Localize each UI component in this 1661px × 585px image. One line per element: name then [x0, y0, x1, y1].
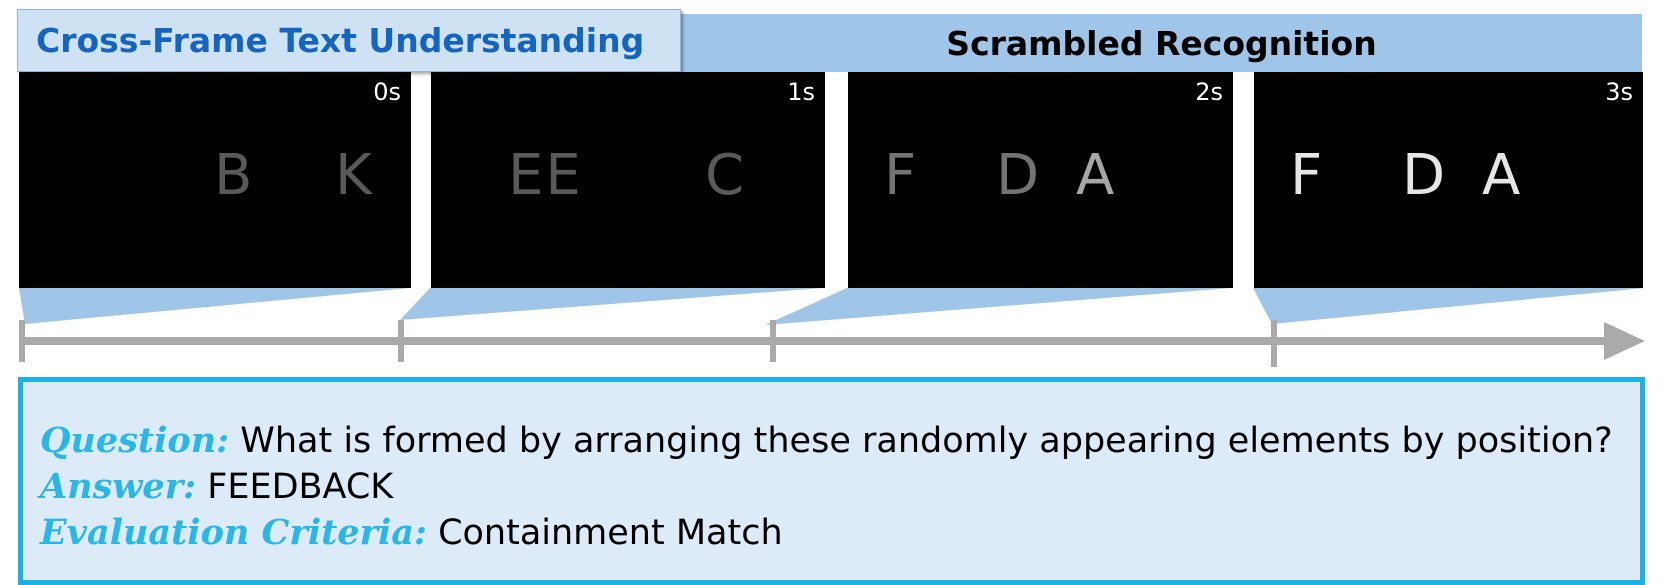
answer-label: Answer:: [40, 466, 197, 507]
frame-timestamp: 2s: [1195, 78, 1223, 106]
qa-panel: Question: What is formed by arranging th…: [18, 377, 1645, 585]
frame-letter: A: [1076, 143, 1115, 208]
video-frame-3: 3s F D A: [1254, 72, 1643, 288]
frame-letter: F: [1290, 143, 1323, 208]
frame-letter: D: [1402, 143, 1446, 208]
question-line: Question: What is formed by arranging th…: [40, 418, 1640, 464]
frame-1-connector: [400, 288, 823, 320]
frame-3-connector: [1253, 288, 1645, 324]
timeline-arrowhead: [1604, 322, 1645, 360]
question-label: Question:: [40, 420, 230, 461]
question-text: What is formed by arranging these random…: [240, 421, 1613, 461]
frame-letter: A: [1482, 143, 1521, 208]
timeline-diagram: [19, 288, 1645, 367]
frame-letter: K: [335, 143, 372, 208]
frame-letter: D: [996, 143, 1040, 208]
criteria-line: Evaluation Criteria: Containment Match: [40, 510, 1640, 556]
frame-timestamp: 0s: [373, 78, 401, 106]
video-frame-1: 1s EE C: [431, 72, 825, 288]
frame-letter: B: [214, 143, 253, 208]
answer-line: Answer: FEEDBACK: [40, 464, 1640, 510]
frame-timestamp: 3s: [1605, 78, 1633, 106]
frame-letter: EE: [508, 143, 583, 208]
frame-2-connector: [765, 288, 1231, 325]
frame-timestamp: 1s: [787, 78, 815, 106]
category-tab: Cross-Frame Text Understanding: [17, 9, 681, 72]
criteria-text: Containment Match: [438, 513, 783, 553]
video-frame-2: 2s F D A: [848, 72, 1233, 288]
video-frame-0: 0s B K: [19, 72, 411, 288]
criteria-label: Evaluation Criteria:: [40, 512, 427, 553]
task-title: Scrambled Recognition: [946, 23, 1377, 63]
frame-0-connector: [19, 288, 410, 324]
answer-text: FEEDBACK: [207, 467, 394, 507]
frame-letter: F: [884, 143, 917, 208]
frame-letter: C: [705, 143, 745, 208]
